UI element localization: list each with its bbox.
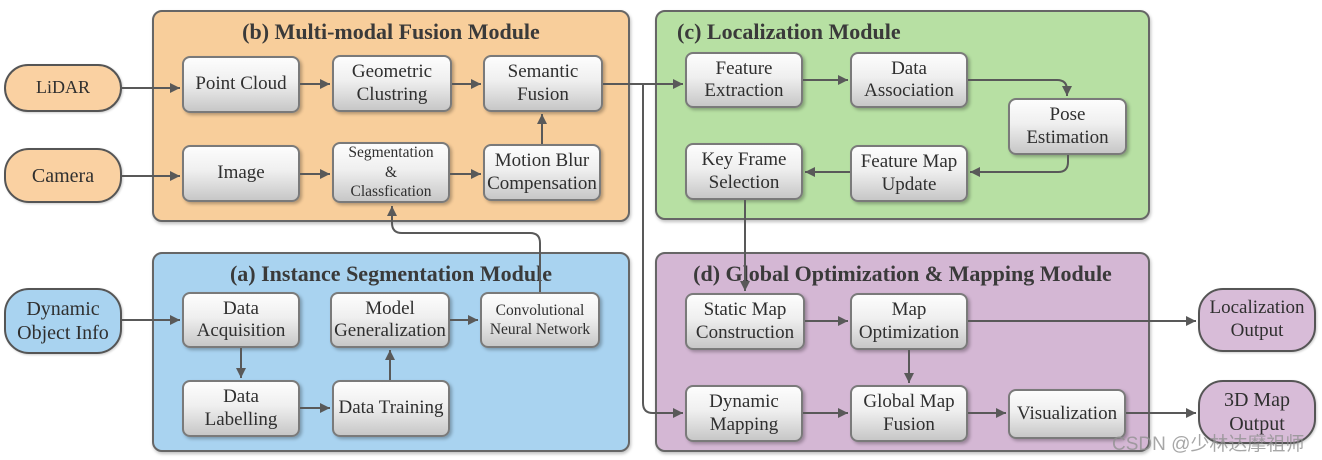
module-b-title: (b) Multi-modal Fusion Module [242,19,540,44]
node-map-optimization: Map Optimization [850,293,968,350]
csdn-watermark: CSDN @少林达摩祖师 [1112,434,1305,455]
node-data-acquisition: Data Acquisition [182,292,300,348]
node-dynamic-mapping: Dynamic Mapping [685,385,803,442]
node-visualization: Visualization [1008,389,1126,439]
input-lidar: LiDAR [4,64,122,112]
node-data-training: Data Training [332,380,450,437]
node-feature-map-update: Feature Map Update [850,145,968,202]
module-d-title: (d) Global Optimization & Mapping Module [693,261,1112,286]
input-dynamic-object-info: Dynamic Object Info [4,288,122,354]
node-feature-extraction: Feature Extraction [685,52,803,108]
node-model-generalization: Model Generalization [330,292,450,348]
module-c-title: (c) Localization Module [677,19,901,44]
node-motion-blur-compensation: Motion Blur Compensation [483,144,601,201]
node-semantic-fusion: Semantic Fusion [483,55,603,112]
node-global-map-fusion: Global Map Fusion [850,385,968,442]
node-geometric-clustring: Geometric Clustring [332,55,452,112]
node-data-labelling: Data Labelling [182,380,300,437]
output-3d-map: 3D Map Output [1198,380,1316,444]
node-convolutional-neural-network: Convolutional Neural Network [480,292,600,348]
output-localization: Localization Output [1198,288,1316,352]
node-pose-estimation: Pose Estimation [1008,98,1127,155]
node-image: Image [182,145,300,202]
node-data-association: Data Association [850,52,968,108]
node-static-map-construction: Static Map Construction [685,293,805,350]
node-key-frame-selection: Key Frame Selection [685,143,803,200]
module-a-title: (a) Instance Segmentation Module [229,261,553,286]
node-point-cloud: Point Cloud [182,56,300,113]
node-segmentation-classfication: Segmentation & Classfication [332,142,450,203]
input-camera: Camera [4,148,122,203]
